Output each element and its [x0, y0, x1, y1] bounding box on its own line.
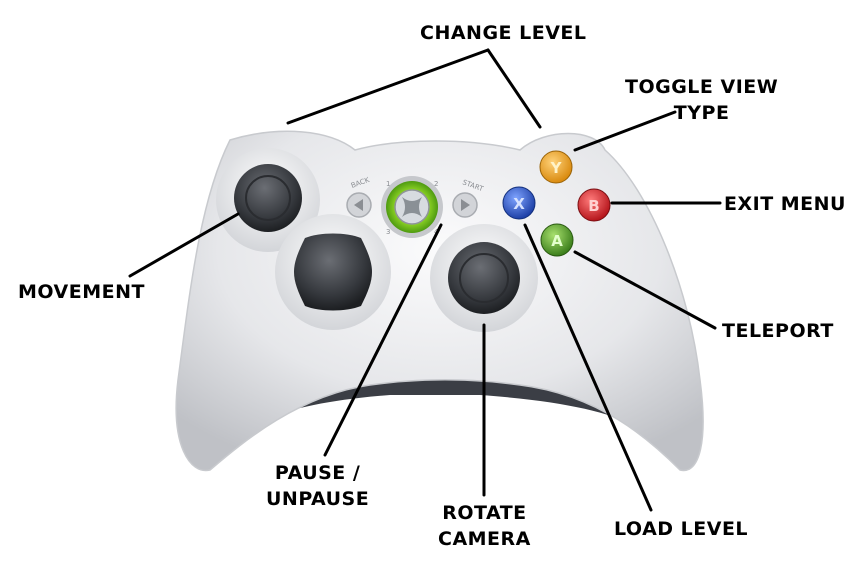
leader-teleport	[573, 250, 717, 330]
label-exit-menu: EXIT MENU	[724, 193, 846, 215]
a-button-label: A	[551, 232, 563, 250]
y-button-label: Y	[550, 159, 563, 177]
label-pause-unpause: PAUSE / UNPAUSE	[266, 460, 369, 512]
label-rotate-line1: ROTATE	[442, 502, 527, 524]
xbox-logo-icon	[402, 197, 422, 217]
right-stick[interactable]	[448, 242, 520, 314]
label-rotate-line2: CAMERA	[438, 528, 531, 550]
leader-movement	[128, 212, 240, 278]
label-load-level: LOAD LEVEL	[614, 518, 749, 540]
start-arrow-icon	[461, 199, 470, 211]
leader-change-level-right	[486, 48, 542, 129]
b-button[interactable]	[577, 188, 611, 222]
left-stick-ring	[245, 175, 291, 221]
x-button-label: X	[513, 195, 525, 213]
leader-toggle-view	[573, 110, 677, 152]
leader-change-level-left	[286, 48, 490, 125]
quadrant-1-label: 1	[386, 180, 390, 188]
x-button[interactable]	[502, 186, 536, 220]
y-button[interactable]	[539, 150, 573, 184]
left-stick[interactable]	[234, 164, 302, 232]
b-button-label: B	[588, 197, 599, 215]
label-movement: MOVEMENT	[18, 281, 145, 303]
a-button[interactable]	[540, 223, 574, 257]
quadrant-3-label: 3	[386, 228, 390, 236]
leader-load-level	[523, 223, 653, 512]
label-change-level: CHANGE LEVEL	[420, 22, 587, 44]
label-rotate-camera: ROTATE CAMERA	[438, 500, 531, 552]
label-toggle-view-type: TOGGLE VIEW TYPE	[625, 74, 778, 126]
label-pause-line2: UNPAUSE	[266, 488, 370, 510]
label-toggle-view-line1: TOGGLE VIEW	[625, 76, 779, 98]
right-stick-ring	[459, 253, 509, 303]
label-teleport: TELEPORT	[722, 320, 834, 342]
label-toggle-view-line2: TYPE	[673, 102, 730, 124]
back-arrow-icon	[354, 199, 363, 211]
label-pause-line1: PAUSE /	[274, 462, 361, 484]
dpad[interactable]	[294, 233, 372, 311]
leader-pause	[323, 223, 443, 457]
quadrant-2-label: 2	[434, 180, 438, 188]
